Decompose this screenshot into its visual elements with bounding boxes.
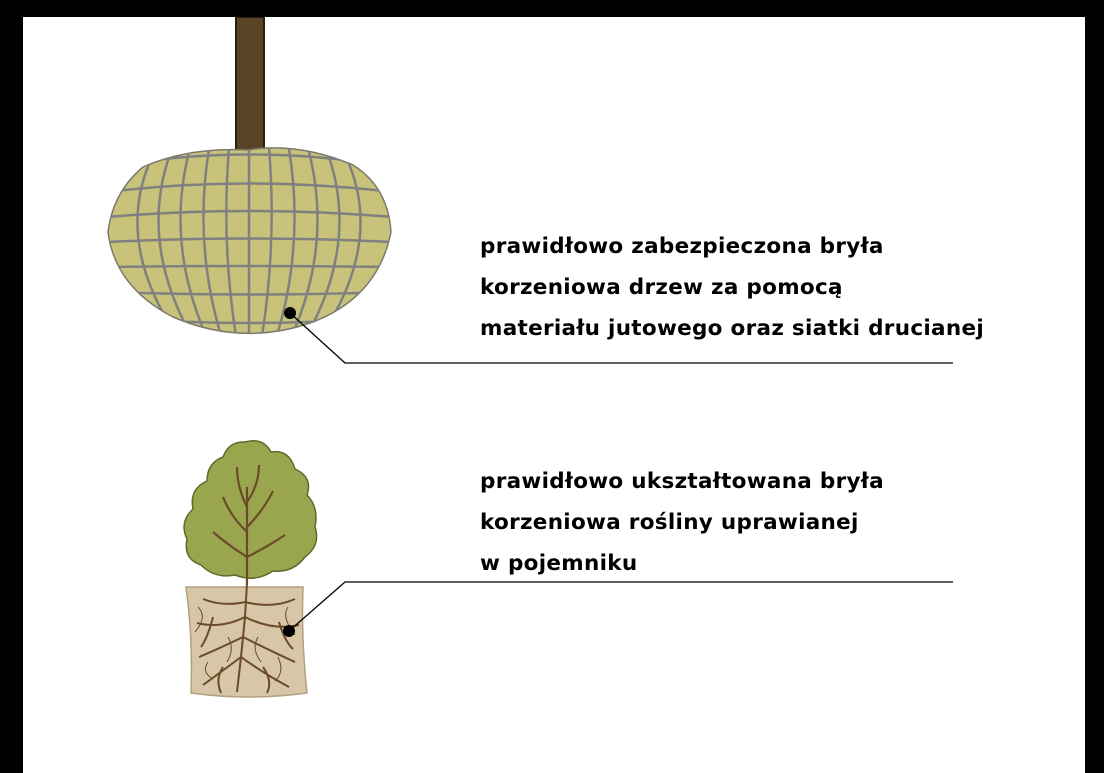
label-line: prawidłowo ukształtowana bryła [480, 461, 884, 502]
leader-line-2 [289, 582, 953, 631]
illustration-layer [23, 17, 1085, 773]
label-burlap-rootball: prawidłowo zabezpieczona bryła korzeniow… [480, 226, 984, 349]
label-line: prawidłowo zabezpieczona bryła [480, 226, 984, 267]
label-line: korzeniowa drzew za pomocą [480, 267, 984, 308]
label-container-rootball: prawidłowo ukształtowana bryła korzeniow… [480, 461, 884, 584]
trunk-icon [236, 17, 264, 157]
label-line: materiału jutowego oraz siatki drucianej [480, 308, 984, 349]
burlap-rootball-icon [107, 147, 393, 342]
diagram-canvas: prawidłowo zabezpieczona bryła korzeniow… [23, 17, 1085, 773]
label-line: w pojemniku [480, 543, 884, 584]
label-line: korzeniowa rośliny uprawianej [480, 502, 884, 543]
container-plant-icon [184, 441, 317, 697]
